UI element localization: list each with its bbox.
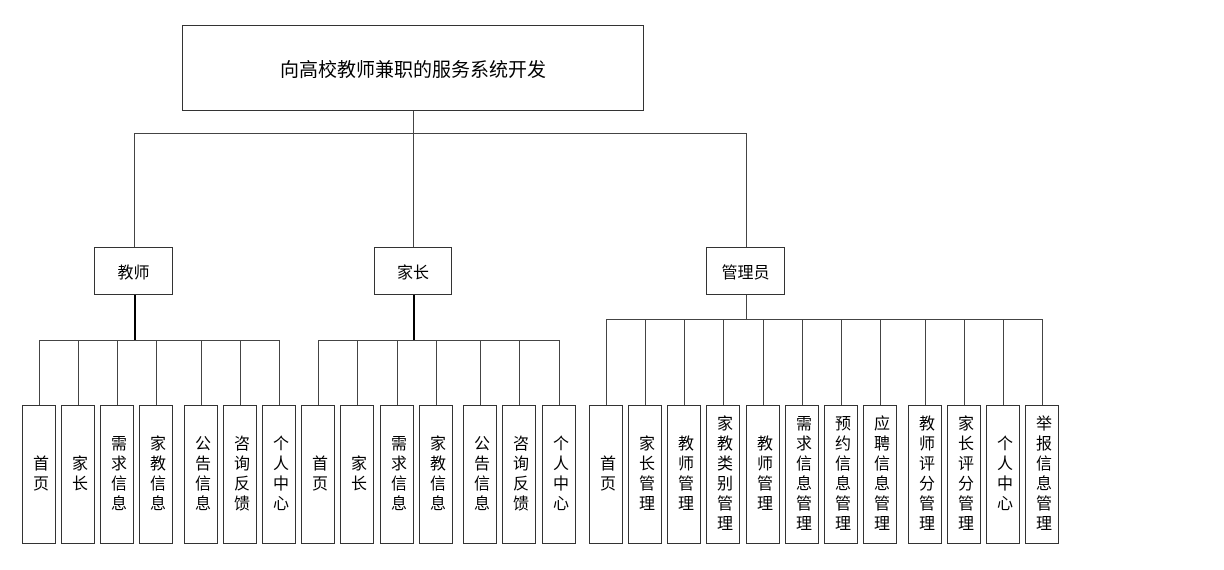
root-node-label: 向高校教师兼职的服务系统开发: [279, 58, 546, 81]
leaf-node-label: 家长评分管理: [955, 414, 974, 535]
leaf-connector: [519, 340, 520, 405]
leaf-connector: [606, 319, 607, 405]
leaf-node-admin: 家教类别管理: [706, 405, 740, 544]
role-trunk: [413, 295, 415, 340]
leaf-node-parent: 家长: [340, 405, 374, 544]
leaf-node-label: 预约信息管理: [832, 414, 851, 535]
leaf-node-admin: 教师评分管理: [908, 405, 942, 544]
leaf-node-label: 需求信息管理: [793, 414, 812, 535]
leaf-node-teacher: 需求信息: [100, 405, 134, 544]
leaf-node-parent: 家教信息: [419, 405, 453, 544]
role-node-label: 家长: [396, 263, 429, 282]
leaf-node-label: 公告信息: [192, 434, 211, 515]
leaf-node-admin: 首页: [589, 405, 623, 544]
leaf-connector: [723, 319, 724, 405]
leaf-node-label: 首页: [309, 454, 328, 495]
leaf-connector: [559, 340, 560, 405]
leaf-node-label: 家长管理: [636, 434, 655, 515]
role-node-label: 教师: [117, 263, 150, 282]
leaf-node-teacher: 个人中心: [262, 405, 296, 544]
root-connector: [413, 111, 414, 133]
leaf-node-teacher: 首页: [22, 405, 56, 544]
leaf-node-label: 举报信息管理: [1033, 414, 1052, 535]
leaf-node-label: 家教信息: [427, 434, 446, 515]
level2-bar-parent: [318, 340, 560, 341]
leaf-node-label: 家长: [69, 454, 88, 495]
leaf-node-label: 个人中心: [270, 434, 289, 515]
leaf-node-teacher: 咨询反馈: [223, 405, 257, 544]
role-trunk: [746, 295, 747, 319]
leaf-node-label: 需求信息: [108, 434, 127, 515]
leaf-connector: [39, 340, 40, 405]
leaf-node-teacher: 家长: [61, 405, 95, 544]
leaf-node-parent: 需求信息: [380, 405, 414, 544]
leaf-node-label: 家教信息: [147, 434, 166, 515]
leaf-connector: [645, 319, 646, 405]
leaf-connector: [1042, 319, 1043, 405]
leaf-connector: [480, 340, 481, 405]
leaf-node-label: 家长: [348, 454, 367, 495]
leaf-node-label: 家教类别管理: [714, 414, 733, 535]
leaf-node-admin: 预约信息管理: [824, 405, 858, 544]
leaf-node-parent: 公告信息: [463, 405, 497, 544]
leaf-connector: [802, 319, 803, 405]
leaf-connector: [156, 340, 157, 405]
leaf-connector: [436, 340, 437, 405]
leaf-node-label: 教师评分管理: [916, 414, 935, 535]
role-node-label: 管理员: [721, 263, 770, 282]
role-node-admin: 管理员: [706, 247, 785, 295]
level1-bar: [134, 133, 746, 134]
leaf-node-label: 咨询反馈: [510, 434, 529, 515]
leaf-node-label: 首页: [597, 454, 616, 495]
leaf-node-parent: 个人中心: [542, 405, 576, 544]
leaf-connector: [201, 340, 202, 405]
leaf-node-parent: 首页: [301, 405, 335, 544]
leaf-node-admin: 家长管理: [628, 405, 662, 544]
role-connector: [134, 133, 135, 247]
root-node: 向高校教师兼职的服务系统开发: [182, 25, 644, 111]
leaf-connector: [397, 340, 398, 405]
leaf-node-label: 公告信息: [471, 434, 490, 515]
leaf-connector: [925, 319, 926, 405]
role-trunk: [134, 295, 136, 340]
role-connector: [746, 133, 747, 247]
leaf-node-label: 首页: [30, 454, 49, 495]
leaf-node-admin: 举报信息管理: [1025, 405, 1059, 544]
leaf-connector: [117, 340, 118, 405]
leaf-connector: [279, 340, 280, 405]
leaf-connector: [318, 340, 319, 405]
leaf-node-admin: 个人中心: [986, 405, 1020, 544]
leaf-node-label: 个人中心: [550, 434, 569, 515]
leaf-node-label: 教师管理: [754, 434, 773, 515]
leaf-node-admin: 需求信息管理: [785, 405, 819, 544]
leaf-connector: [964, 319, 965, 405]
leaf-connector: [357, 340, 358, 405]
leaf-node-label: 个人中心: [994, 434, 1013, 515]
leaf-connector: [841, 319, 842, 405]
leaf-node-teacher: 公告信息: [184, 405, 218, 544]
leaf-connector: [78, 340, 79, 405]
leaf-node-teacher: 家教信息: [139, 405, 173, 544]
leaf-connector: [763, 319, 764, 405]
leaf-connector: [1003, 319, 1004, 405]
leaf-node-label: 应聘信息管理: [871, 414, 890, 535]
leaf-node-label: 需求信息: [388, 434, 407, 515]
leaf-connector: [240, 340, 241, 405]
leaf-node-admin: 家长评分管理: [947, 405, 981, 544]
leaf-node-admin: 应聘信息管理: [863, 405, 897, 544]
role-connector: [413, 133, 414, 247]
leaf-node-label: 咨询反馈: [231, 434, 250, 515]
leaf-connector: [684, 319, 685, 405]
role-node-teacher: 教师: [94, 247, 173, 295]
leaf-node-admin: 教师管理: [746, 405, 780, 544]
level2-bar-admin: [606, 319, 1043, 320]
level2-bar-teacher: [39, 340, 280, 341]
leaf-node-label: 教师管理: [675, 434, 694, 515]
leaf-connector: [880, 319, 881, 405]
role-node-parent: 家长: [374, 247, 452, 295]
leaf-node-parent: 咨询反馈: [502, 405, 536, 544]
leaf-node-admin: 教师管理: [667, 405, 701, 544]
